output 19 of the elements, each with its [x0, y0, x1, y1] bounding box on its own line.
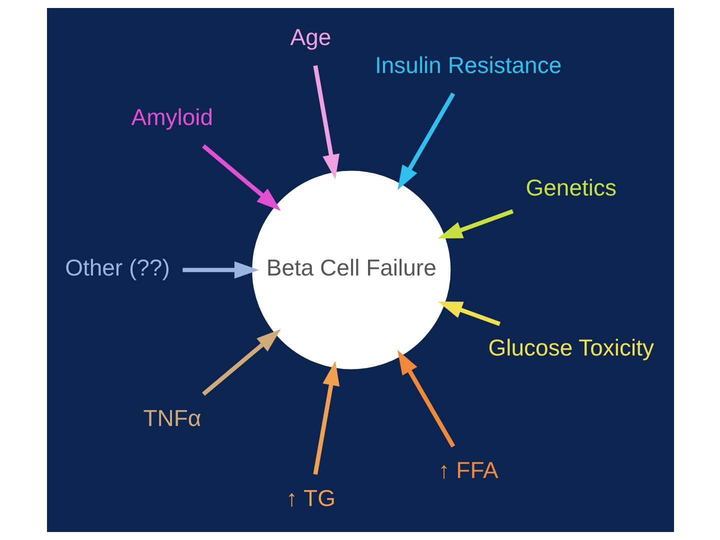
node-text: Other (??) — [64, 254, 170, 280]
arrow — [437, 301, 500, 326]
node-text: TNFα — [142, 404, 201, 431]
arrow — [202, 329, 280, 396]
arrow — [202, 144, 280, 211]
node-text: Amyloid — [130, 104, 213, 130]
node-text: Insulin Resistance — [374, 52, 562, 78]
node-text: Age — [290, 24, 331, 50]
node-text: Genetics — [525, 174, 616, 200]
arrow — [312, 65, 340, 180]
arrow — [312, 360, 340, 475]
arrow — [397, 350, 455, 448]
node-text: ↑ TG — [286, 484, 335, 511]
node-text: ↑ FFA — [438, 457, 498, 484]
arrow — [397, 92, 455, 190]
arrow — [182, 261, 258, 279]
node-circle: Beta Cell Failure — [252, 170, 450, 370]
node-text: Glucose Toxicity — [488, 334, 654, 360]
arrow — [437, 209, 514, 239]
